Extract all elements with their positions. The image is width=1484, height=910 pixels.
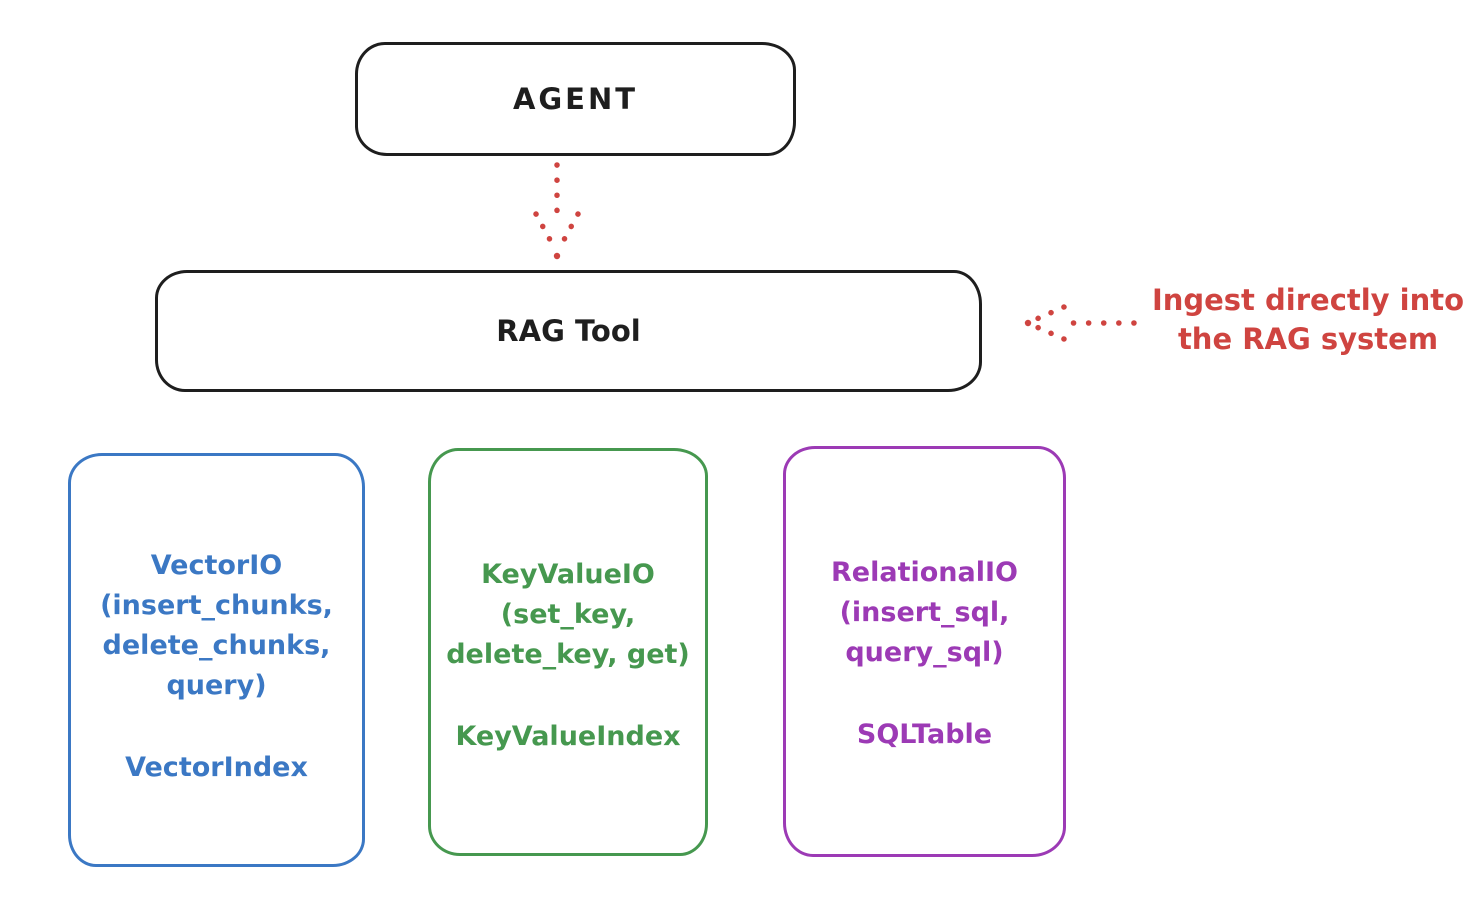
keyvalue-io-title: KeyValueIO [481, 559, 655, 590]
relational-io-title: RelationalIO [831, 557, 1018, 588]
keyvalue-io-param-line: delete_key, get) [446, 639, 690, 670]
vector-io-param-line: (insert_chunks, [100, 590, 333, 621]
vector-io-node: VectorIO (insert_chunks, delete_chunks, … [68, 453, 365, 867]
annotation-text: Ingest directly into the RAG system [1138, 281, 1478, 359]
keyvalue-io-node: KeyValueIO (set_key, delete_key, get) Ke… [428, 448, 708, 856]
vector-io-title: VectorIO [150, 550, 283, 581]
annotation-line-1: Ingest directly into [1151, 283, 1465, 317]
annotation-line-2: the RAG system [1177, 322, 1439, 356]
agent-label: AGENT [512, 82, 639, 116]
agent-node: AGENT [355, 42, 796, 156]
sql-table-label: SQLTable [856, 719, 993, 750]
vector-io-param-line: delete_chunks, [102, 630, 331, 661]
rag-tool-label: RAG Tool [496, 314, 641, 348]
rag-tool-node: RAG Tool [155, 270, 982, 392]
arrow-down-dotted-icon [533, 162, 581, 260]
keyvalue-io-param-line: (set_key, [500, 599, 636, 630]
vector-index-label: VectorIndex [125, 752, 308, 783]
relational-io-node: RelationalIO (insert_sql, query_sql) SQL… [783, 446, 1066, 857]
vector-io-param-line: query) [166, 670, 267, 701]
relational-io-param-line: (insert_sql, [839, 597, 1010, 628]
keyvalue-index-label: KeyValueIndex [455, 721, 681, 752]
relational-io-param-line: query_sql) [845, 637, 1004, 668]
arrow-left-dotted-icon [1024, 304, 1137, 342]
